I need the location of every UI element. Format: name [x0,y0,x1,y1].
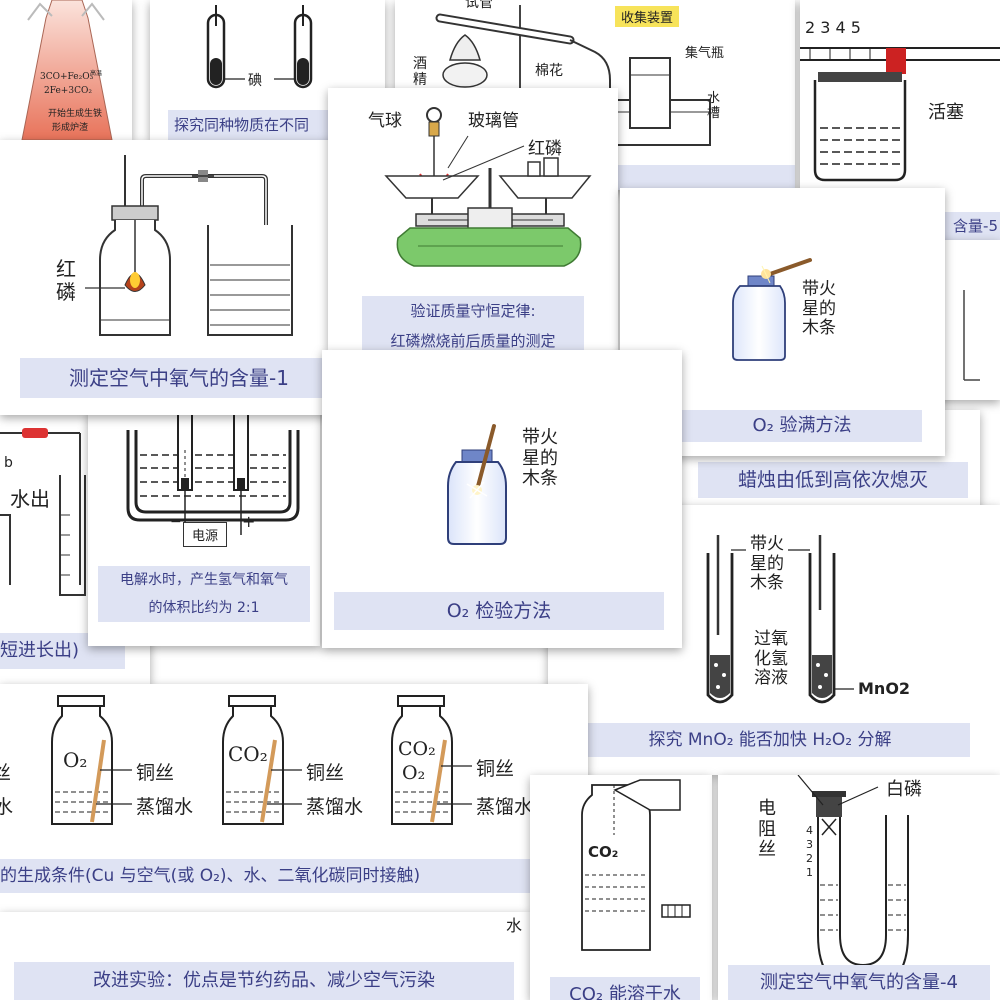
copper-rust-caption: 的生成条件(Cu 与空气(或 O₂)、水、二氧化碳同时接触) [0,859,542,893]
label-stopcock: 活塞 [928,102,964,123]
oxygen-content-1-drawing [85,155,293,336]
bottle3-gas-label-2: O₂ [402,762,426,784]
scale-number-3: 3 [806,838,813,851]
o2-test-drawing [447,424,507,545]
label-water-out: 水出 [10,487,50,511]
label-glowing-splint-2: 带火星的木条 [522,427,558,490]
co2-dissolve-drawing [581,779,691,951]
oxygen-content-4-caption: 测定空气中氧气的含量-4 [728,965,990,1000]
card-blast-furnace[interactable]: 3CO+Fe₂O₃ 高温 2Fe+3CO₂ 开始生成生铁 形成炉渣 [0,0,132,140]
label-glowing-splint-3: 带火星的木条 [750,534,784,594]
label-test-tube: 试管 [465,0,493,11]
o2-full-check-drawing [732,258,812,361]
mno2-caption: 探究 MnO₂ 能否加快 H₂O₂ 分解 [570,723,970,757]
oxygen-content-1-caption: 测定空气中氧气的含量-1 [20,358,338,398]
bottle3-water-label: 蒸馏水 [476,796,534,818]
card-mass-conservation[interactable]: 气球 玻璃管 红磷 验证质量守恒定律: 红磷燃烧前后质量的测定 [328,88,618,350]
improved-caption: 改进实验：优点是节约药品、减少空气污染 [14,962,514,1000]
card-improved[interactable]: 水 改进实验：优点是节约药品、减少空气污染 [0,912,530,1000]
scale-number-2: 2 [806,852,813,865]
label-gas-bottle: 集气瓶 [685,46,725,61]
reaction-line-3: 开始生成生铁 [48,109,103,119]
card-electrolysis[interactable]: − + 电源 电解水时，产生氢气和氧气 的体积比约为 2:1 [88,410,320,646]
bottle1-water-label: 蒸馏水 [136,796,194,818]
label-mno2: MnO2 [858,679,911,698]
scale-number-1: 1 [806,866,813,879]
card-o2-test[interactable]: 带火星的木条 O₂ 检验方法 [322,350,682,648]
scale-numbers: 2 3 4 5 [805,18,861,37]
oxygen-content-5-drawing [800,47,1000,182]
label-plus: + [242,512,256,531]
bottle2-water-label: 蒸馏水 [306,796,364,818]
blast-furnace-drawing [21,0,113,140]
bottle2-wire-label: 铜丝 [306,762,345,784]
improved-partial-water: 水 [506,916,523,935]
left-partial-water: 水 [0,796,14,818]
candle-caption: 蜡烛由低到高依次熄灭 [698,462,968,498]
card-copper-rust[interactable]: 丝 水 O₂ 铜丝 蒸馏水 CO₂ 铜丝 蒸馏水 CO₂ O₂ 铜丝 蒸馏水 的… [0,684,588,912]
reaction-line-1: 3CO+Fe₂O₃ [40,72,94,82]
label-minus: − [170,514,182,530]
card-oxygen-content-1[interactable]: 红磷 测定空气中氧气的含量-1 [0,140,360,415]
card-co2-dissolve[interactable]: CO₂ CO₂ 能溶于水 [530,775,712,1000]
electrolysis-caption-line2: 的体积比约为 2:1 [98,594,310,622]
bottle3-gas-label-1: CO₂ [398,738,436,760]
scale-number-4: 4 [806,824,813,837]
bottle1-gas-label: O₂ [63,748,88,772]
reaction-line-2: 2Fe+3CO₂ [44,86,92,96]
mass-conservation-drawing [384,107,592,267]
label-glass-tube: 玻璃管 [468,111,519,131]
reaction-condition: 高温 [90,70,103,77]
bottle3-wire-label: 铜丝 [476,758,515,780]
card-oxygen-content-4[interactable]: 白磷 电阻丝 4 3 2 1 测定空气中氧气的含量-4 [718,775,1000,1000]
water-flow-drawing [0,428,86,596]
label-b: b [4,455,13,471]
label-white-phosphorus: 白磷 [886,779,922,800]
label-alcohol-lamp: 酒精 [413,56,427,89]
label-balloon: 气球 [368,111,402,131]
bottle2-gas-label: CO₂ [228,742,268,766]
reaction-line-4: 形成炉渣 [52,123,89,133]
iodine-drawing [206,5,313,89]
electrolysis-caption-line1: 电解水时，产生氢气和氧气 [98,566,310,594]
label-glowing-splint-1: 带火星的木条 [802,279,836,339]
copper-rust-drawing [51,695,472,825]
label-hydrogen-peroxide: 过氧化氢溶液 [754,629,788,689]
power-supply: 电源 [183,522,228,547]
label-collection-device: 收集装置 [615,6,680,27]
label-cotton: 棉花 [535,63,563,79]
mass-caption-line2: 红磷燃烧前后质量的测定 [362,326,584,350]
bottle1-wire-label: 铜丝 [136,762,175,784]
iodine-label: 碘 [248,73,262,89]
left-partial-wire: 丝 [0,762,12,784]
electrolysis-drawing [126,410,300,535]
label-water-trough: 水槽 [707,91,721,121]
mass-caption-line1: 验证质量守恒定律: [362,296,584,326]
label-red-phosphorus: 红磷 [56,257,76,304]
co2-bottle-label: CO₂ [588,843,619,861]
o2-test-caption: O₂ 检验方法 [334,592,664,630]
co2-dissolve-caption: CO₂ 能溶于水 [550,977,700,1000]
mno2-drawing [706,535,854,704]
label-phosphorus-mc: 红磷 [528,139,562,159]
label-resistor-wire: 电阻丝 [758,798,776,861]
o2-full-check-caption: O₂ 验满方法 [682,410,922,442]
